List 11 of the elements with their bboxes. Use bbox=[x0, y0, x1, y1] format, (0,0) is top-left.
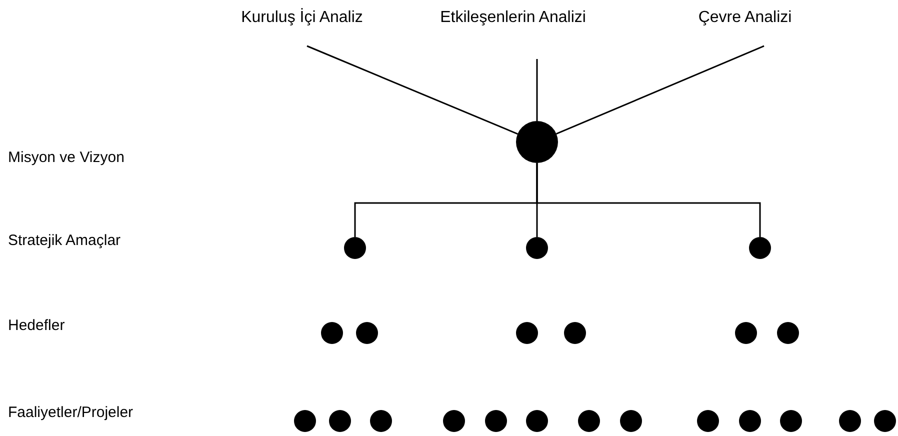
analysis-label: Çevre Analizi bbox=[698, 8, 792, 28]
connector-line bbox=[536, 163, 761, 237]
connector-line bbox=[306, 45, 518, 135]
connector-line bbox=[536, 59, 538, 121]
analysis-label: Etkileşenlerin Analizi bbox=[440, 8, 586, 28]
level-label: Faaliyetler/Projeler bbox=[8, 403, 134, 423]
level-label: Hedefler bbox=[8, 316, 65, 336]
level-label: Stratejik Amaçlar bbox=[8, 231, 121, 251]
analysis-label: Kuruluş İçi Analiz bbox=[241, 8, 363, 28]
connector-line bbox=[556, 45, 764, 135]
level-label: Misyon ve Vizyon bbox=[8, 148, 124, 168]
